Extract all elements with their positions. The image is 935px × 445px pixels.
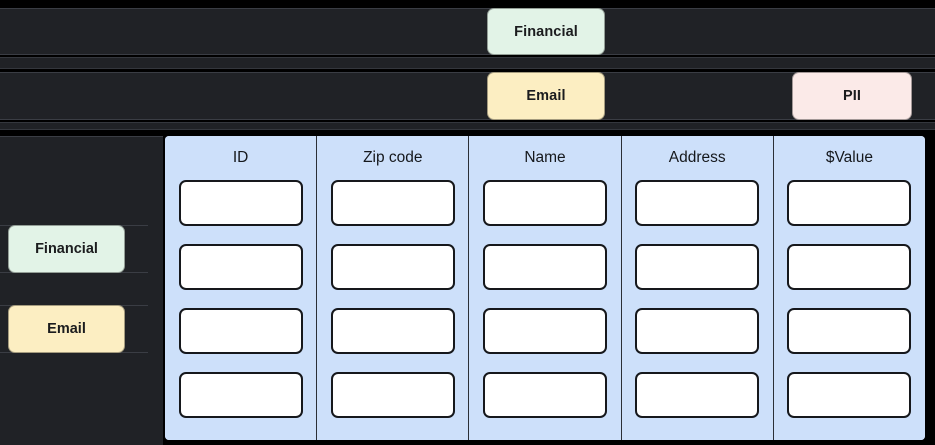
table-cell[interactable] bbox=[483, 180, 607, 226]
table-cell[interactable] bbox=[178, 244, 303, 290]
table-cell[interactable] bbox=[178, 372, 303, 418]
table-column-name[interactable]: Name bbox=[469, 136, 622, 440]
table-column-id[interactable]: ID bbox=[165, 136, 318, 440]
tag-financial[interactable]: Financial bbox=[487, 8, 605, 55]
table-cell[interactable] bbox=[787, 180, 912, 226]
tag-row-2 bbox=[0, 72, 935, 120]
table-cell[interactable] bbox=[330, 244, 455, 290]
table-column-zip-code[interactable]: Zip code bbox=[317, 136, 470, 440]
table-cell[interactable] bbox=[787, 244, 912, 290]
tag-email[interactable]: Email bbox=[487, 72, 605, 120]
column-header-value: $Value bbox=[825, 149, 873, 166]
table-cell[interactable] bbox=[483, 244, 607, 290]
table-cell[interactable] bbox=[635, 308, 760, 354]
data-table: ID Zip code Name Address bbox=[165, 136, 925, 440]
sidebar-item-financial[interactable]: Financial bbox=[8, 225, 125, 273]
table-column-value[interactable]: $Value bbox=[773, 136, 925, 440]
table-cell[interactable] bbox=[330, 180, 455, 226]
table-cell[interactable] bbox=[635, 372, 760, 418]
column-header-zip-code: Zip code bbox=[363, 149, 423, 166]
table-cell[interactable] bbox=[330, 372, 455, 418]
table-cell[interactable] bbox=[635, 244, 760, 290]
table-cell[interactable] bbox=[178, 180, 303, 226]
column-header-name: Name bbox=[524, 149, 566, 166]
row-divider-strip-1 bbox=[0, 57, 935, 69]
tag-pii[interactable]: PII bbox=[792, 72, 912, 120]
table-cell[interactable] bbox=[787, 308, 912, 354]
table-cell[interactable] bbox=[483, 308, 607, 354]
column-header-id: ID bbox=[232, 149, 249, 166]
tag-row-1 bbox=[0, 8, 935, 55]
table-cell[interactable] bbox=[483, 372, 607, 418]
row-divider-strip-2 bbox=[0, 122, 935, 130]
table-cell[interactable] bbox=[330, 308, 455, 354]
table-column-address[interactable]: Address bbox=[621, 136, 774, 440]
sidebar-panel: Financial Email bbox=[0, 136, 163, 445]
column-header-address: Address bbox=[668, 149, 726, 166]
table-cell[interactable] bbox=[178, 308, 303, 354]
table-cell[interactable] bbox=[787, 372, 912, 418]
table-cell[interactable] bbox=[635, 180, 760, 226]
sidebar-item-email[interactable]: Email bbox=[8, 305, 125, 353]
